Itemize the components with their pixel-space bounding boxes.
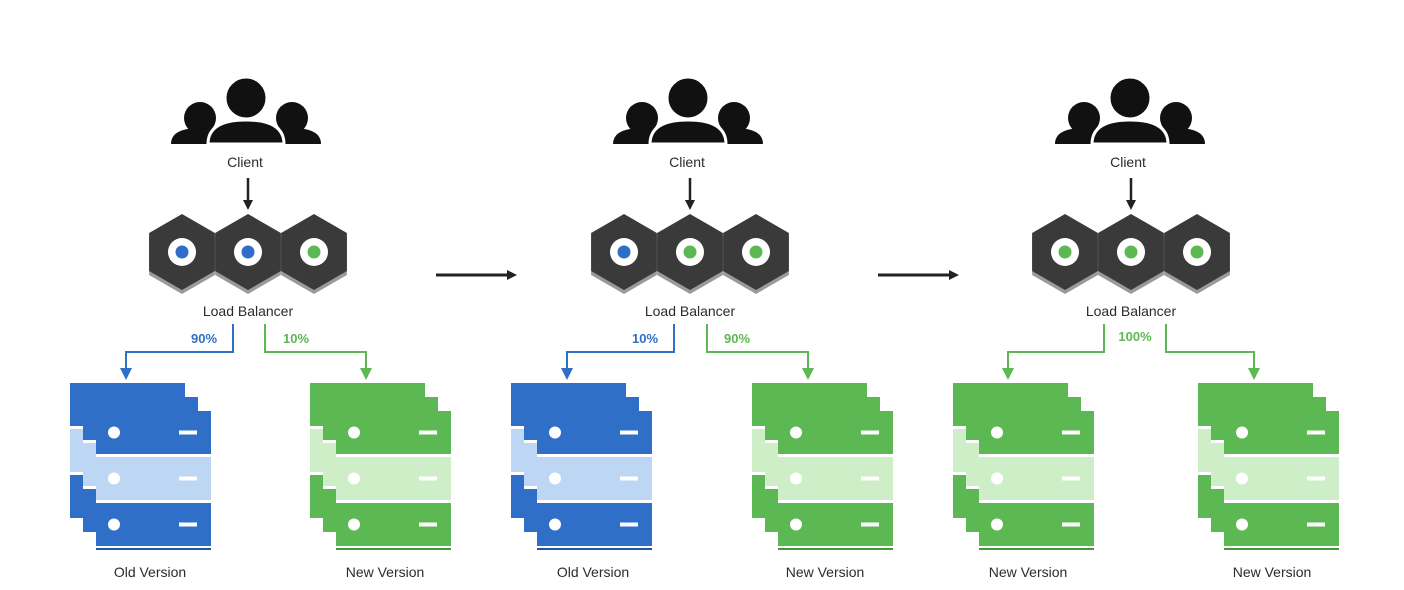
- new-version-server-stack-icon: [953, 383, 1094, 550]
- users-icon: [1055, 75, 1205, 146]
- route-new-arrow-icon: [264, 324, 372, 380]
- hexagon-node-icon: [149, 214, 215, 294]
- old-percentage: 90%: [191, 331, 217, 346]
- hexagon-node-icon: [215, 214, 281, 294]
- old-version-server-stack-icon: [511, 383, 652, 550]
- server-icon: [336, 411, 451, 550]
- new-version-label: New Version: [1233, 564, 1312, 580]
- new-version-label: New Version: [786, 564, 865, 580]
- route-new-left-arrow-icon: [1002, 324, 1105, 380]
- old-version-label: Old Version: [114, 564, 186, 580]
- route-new-right-arrow-icon: [1165, 324, 1260, 380]
- client-label: Client: [1110, 154, 1146, 170]
- server-icon: [979, 411, 1094, 550]
- stage-3: Client Load Balancer 100% New Version Ne…: [953, 75, 1339, 580]
- load-balancer-label: Load Balancer: [645, 303, 736, 319]
- hexagon-node-icon: [723, 214, 789, 294]
- old-version-label: Old Version: [557, 564, 629, 580]
- client-label: Client: [227, 154, 263, 170]
- stage-2: Client Load Balancer 10% 90% Old Version…: [511, 75, 893, 580]
- stage-1: Client Load Balancer 90% 10% Old Version…: [70, 75, 451, 580]
- hexagon-node-icon: [281, 214, 347, 294]
- new-percentage: 100%: [1118, 329, 1152, 344]
- hexagon-node-icon: [1164, 214, 1230, 294]
- load-balancer-nodes: [591, 214, 789, 294]
- server-icon: [778, 411, 893, 550]
- new-version-server-stack-icon: [1198, 383, 1339, 550]
- hexagon-node-icon: [1032, 214, 1098, 294]
- old-version-server-stack-icon: [70, 383, 211, 550]
- hexagon-node-icon: [657, 214, 723, 294]
- load-balancer-label: Load Balancer: [203, 303, 294, 319]
- new-version-label: New Version: [346, 564, 425, 580]
- server-icon: [537, 411, 652, 550]
- client-label: Client: [669, 154, 705, 170]
- load-balancer-label: Load Balancer: [1086, 303, 1177, 319]
- server-icon: [1224, 411, 1339, 550]
- server-icon: [96, 411, 211, 550]
- route-old-arrow-icon: [120, 324, 234, 380]
- new-version-server-stack-icon: [752, 383, 893, 550]
- route-old-arrow-icon: [561, 324, 675, 380]
- new-version-label: New Version: [989, 564, 1068, 580]
- users-icon: [171, 75, 321, 146]
- hexagon-node-icon: [591, 214, 657, 294]
- hexagon-node-icon: [1098, 214, 1164, 294]
- new-version-server-stack-icon: [310, 383, 451, 550]
- users-icon: [613, 75, 763, 146]
- new-percentage: 90%: [724, 331, 750, 346]
- load-balancer-nodes: [149, 214, 347, 294]
- new-percentage: 10%: [283, 331, 309, 346]
- old-percentage: 10%: [632, 331, 658, 346]
- load-balancer-nodes: [1032, 214, 1230, 294]
- route-new-arrow-icon: [706, 324, 814, 380]
